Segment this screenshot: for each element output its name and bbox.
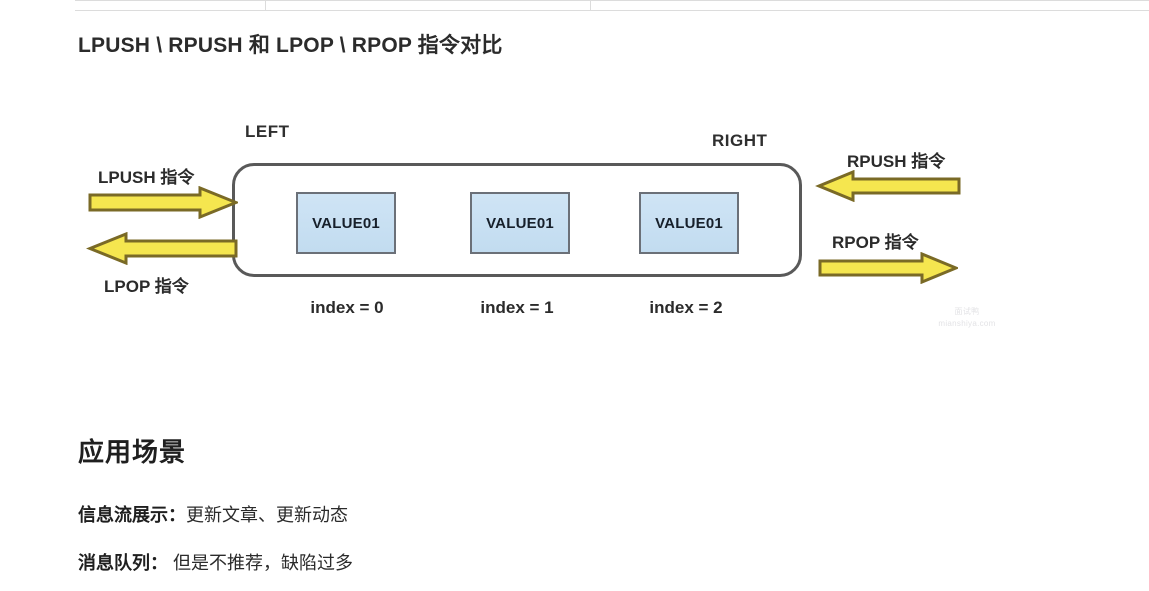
top-table-fragment [75,0,1149,11]
table-column-divider [265,1,266,10]
scenario-item-1: 消息队列： 但是不推荐，缺陷过多 [78,549,353,575]
lpop-arrow-left-icon [85,231,238,266]
scenario-item-key: 消息队列： [78,553,168,573]
list-cell-value: VALUE01 [655,214,723,232]
rpush-arrow-left-icon [815,169,961,203]
list-cell-2: VALUE01 [639,192,739,254]
rpop-arrow-label: RPOP 指令 [832,233,919,252]
section-heading: 应用场景 [78,437,187,467]
list-cell-1: VALUE01 [470,192,570,254]
rpush-arrow-label: RPUSH 指令 [847,152,946,171]
scenario-item-value: 更新文章、更新动态 [186,505,348,525]
scenario-item-value: 但是不推荐，缺陷过多 [168,553,353,573]
right-end-label: RIGHT [712,131,768,150]
left-end-label: LEFT [245,122,290,141]
lpush-arrow-right-icon [88,185,241,220]
watermark-brand: 面试鸭 [954,307,980,316]
scenario-item-key: 信息流展示： [78,505,186,525]
list-diagram: LEFT RIGHT VALUE01 VALUE01 VALUE01 index… [85,122,1012,329]
table-column-divider [590,1,591,10]
page-title: LPUSH \ RPUSH 和 LPOP \ RPOP 指令对比 [78,34,503,57]
index-label-0: index = 0 [310,298,384,317]
scenario-item-0: 信息流展示：更新文章、更新动态 [78,501,348,527]
index-label-2: index = 2 [649,298,723,317]
lpop-arrow-label: LPOP 指令 [104,277,189,296]
watermark: 面试鸭 mianshiya.com [922,306,1012,329]
list-cell-value: VALUE01 [312,214,380,232]
rpop-arrow-right-icon [818,251,960,285]
list-cell-value: VALUE01 [486,214,554,232]
list-cell-0: VALUE01 [296,192,396,254]
lpush-arrow-label: LPUSH 指令 [98,168,195,187]
watermark-url: mianshiya.com [938,318,996,328]
index-label-1: index = 1 [480,298,554,317]
